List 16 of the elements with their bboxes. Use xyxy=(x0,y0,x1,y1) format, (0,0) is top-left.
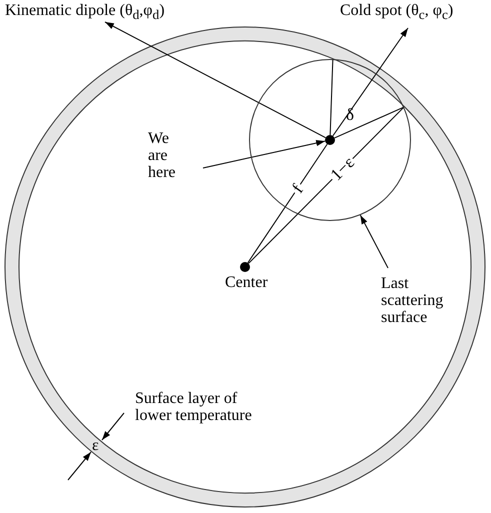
callout-text: Last scattering surface xyxy=(381,276,461,326)
line xyxy=(334,106,404,138)
observer-dot xyxy=(325,135,335,145)
center-dot xyxy=(240,262,250,272)
line xyxy=(247,144,328,264)
annotation-text: Surface layer of lower temperature xyxy=(135,391,253,425)
arrow xyxy=(332,28,408,136)
callout-text: We are here xyxy=(148,131,188,182)
arrow xyxy=(104,22,326,138)
direction-label: Kinematic dipole (θ$_{d}$,φ$_{d}$) xyxy=(5,3,165,22)
direction-label: Cold spot (θ$_{c}$, φ$_{c}$) xyxy=(340,3,454,22)
arrow xyxy=(202,140,326,168)
thickness-label: ε xyxy=(92,438,99,455)
arrow xyxy=(360,214,388,268)
center-label: Center xyxy=(225,275,268,292)
line xyxy=(330,58,334,136)
